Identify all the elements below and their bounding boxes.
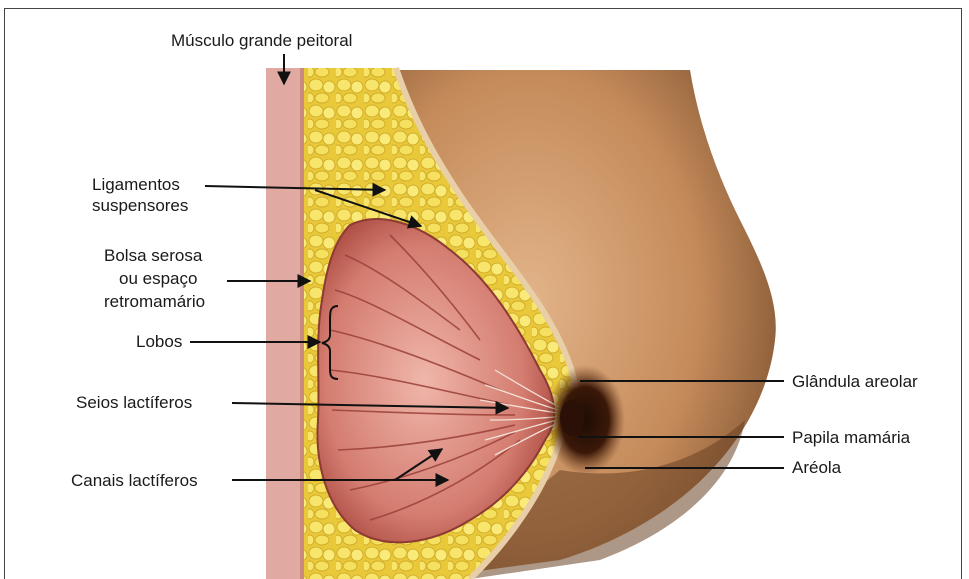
label-seios: Seios lactíferos: [76, 392, 192, 413]
label-ligamentos-line2: suspensores: [92, 195, 188, 216]
pectoral-muscle-edge: [300, 68, 304, 579]
label-papila: Papila mamária: [792, 427, 910, 448]
label-musculo: Músculo grande peitoral: [171, 30, 352, 51]
label-ligamentos-line1: Ligamentos: [92, 174, 180, 195]
label-canais: Canais lactíferos: [71, 470, 198, 491]
label-areola: Aréola: [792, 457, 841, 478]
label-bolsa-line3: retromamário: [104, 291, 205, 312]
label-bolsa-line2: ou espaço: [119, 268, 197, 289]
label-lobos: Lobos: [136, 331, 182, 352]
nipple-shape: [560, 400, 584, 436]
label-glandula: Glândula areolar: [792, 371, 918, 392]
label-bolsa-line1: Bolsa serosa: [104, 245, 202, 266]
pectoral-muscle: [266, 68, 303, 579]
